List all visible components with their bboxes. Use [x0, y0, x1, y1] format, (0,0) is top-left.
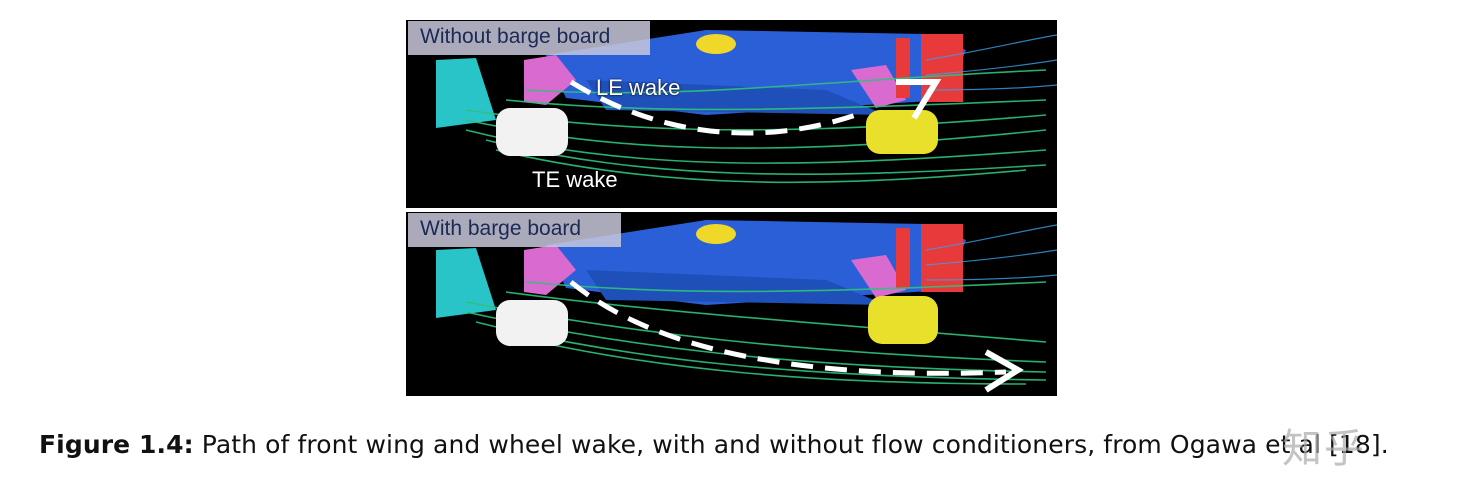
- caption-text: Path of front wing and wheel wake, with …: [201, 430, 1389, 459]
- rear-suspension: [851, 65, 906, 108]
- panel-label-with: With barge board: [408, 213, 622, 247]
- cfd-figure-with-barge-board: With barge board: [406, 212, 1057, 396]
- front-wing: [436, 248, 496, 318]
- rear-tyre: [868, 296, 938, 344]
- cfd-figure-without-barge-board: Without barge board LE wake TE wake: [406, 20, 1057, 208]
- upper-streamlines: [925, 224, 1057, 281]
- rear-wing: [921, 224, 963, 292]
- front-suspension: [524, 55, 576, 105]
- watermark-logo: 知乎: [1282, 426, 1366, 472]
- cfd-render-bottom: [406, 212, 1057, 396]
- front-wing: [436, 58, 496, 128]
- le-wake-label: LE wake: [596, 75, 681, 100]
- car-floor: [586, 270, 886, 305]
- wake-arrow: [984, 349, 1024, 393]
- driver-helmet: [696, 224, 736, 244]
- rear-tyre: [866, 110, 938, 154]
- wake-path: [569, 280, 1007, 376]
- cfd-render-top: [406, 20, 1057, 208]
- rear-wing-endplate: [896, 38, 910, 98]
- car-floor: [586, 80, 886, 115]
- front-tyre: [496, 108, 568, 156]
- te-wake-label: TE wake: [532, 167, 618, 192]
- figure-caption: Figure 1.4: Path of front wing and wheel…: [39, 430, 1389, 459]
- upper-streamlines: [925, 34, 1057, 91]
- caption-label: Figure 1.4:: [39, 430, 194, 459]
- rear-suspension: [851, 255, 906, 298]
- le-wake-path: [569, 79, 857, 136]
- wake-arrow: [896, 79, 942, 120]
- rear-wing-endplate: [896, 228, 910, 288]
- panel-label-without: Without barge board: [408, 21, 651, 55]
- front-tyre: [496, 300, 568, 346]
- driver-helmet: [696, 34, 736, 54]
